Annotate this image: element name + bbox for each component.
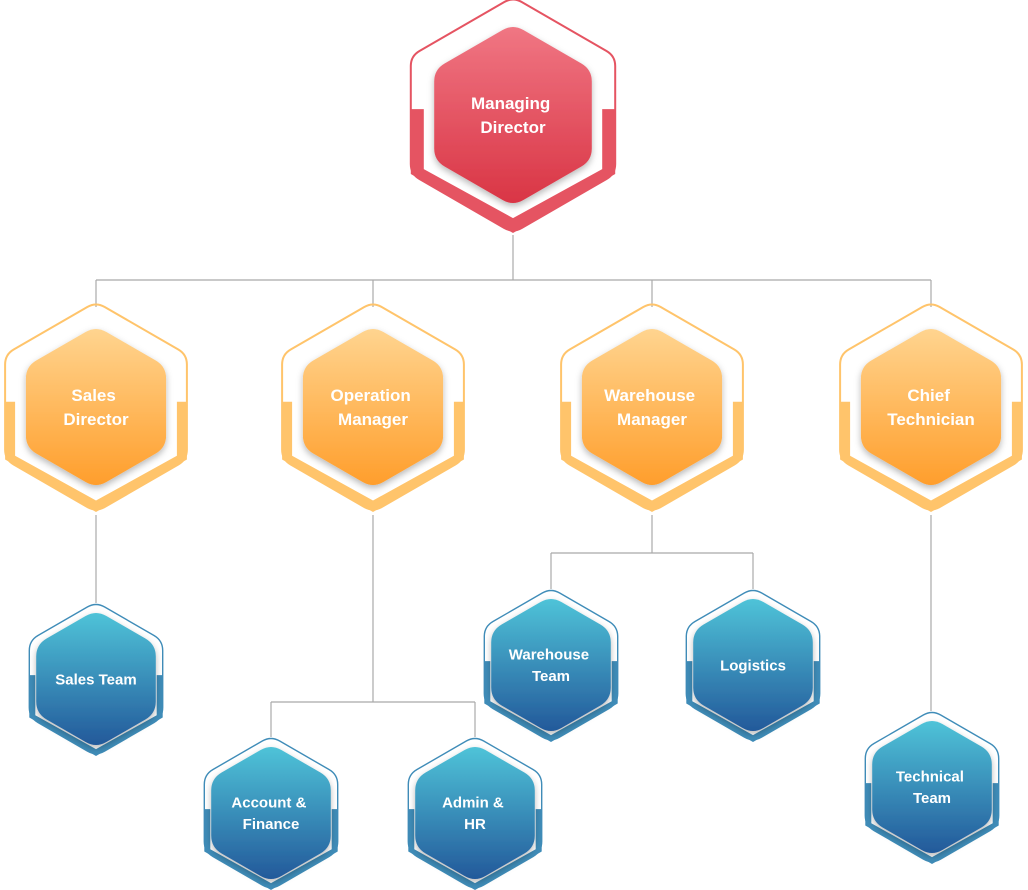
hexagon-band [204,809,338,890]
hexagon-outline [407,737,543,889]
label-line-2: Finance [243,816,300,833]
hexagon-outline [28,603,164,755]
hexagon-shape [415,747,535,879]
label-line-2: HR [464,816,486,833]
hexagon-outline [685,589,821,741]
hexagon-outline [864,711,1000,863]
label-line-1: Chief [907,386,950,405]
label-line-1: Admin & [442,795,504,812]
hexagon-outline [839,303,1023,511]
hexagon-band [561,401,743,512]
node-label: Operation Manager [330,386,415,429]
hexagon-outline [281,303,465,511]
hexagon-shape [491,599,611,731]
node-label: Warehouse Manager [604,386,700,429]
hexagon-band [29,675,163,756]
hexagon-shape [693,599,813,731]
hexagon-band [865,783,999,864]
hexagon-band [5,401,187,512]
label-line-2: Team [913,790,951,807]
hexagon-band [686,661,820,742]
hexagon-shape [25,329,167,485]
hexagon-band [484,661,618,742]
node-operation-manager: Operation Manager [281,303,465,512]
hexagon-shape [211,747,331,879]
node-label: Chief Technician [887,386,975,429]
label-line-2: Manager [617,410,687,429]
hexagon-outline [483,589,619,741]
node-label: Account & Finance [231,795,310,833]
node-label: Sales Director [63,386,129,429]
label-line-1: Warehouse [509,647,589,664]
hexagon-shape [302,329,444,485]
hexagon-band [410,109,616,233]
label-line-2: Director [63,410,129,429]
label-line-2: Manager [338,410,408,429]
node-label: Admin & HR [442,795,508,833]
node-chief-technician: Chief Technician [839,303,1023,512]
node-account-finance: Account & Finance [203,737,339,890]
label-line-2: Director [480,118,546,137]
label-line-1: Logistics [720,657,786,674]
node-warehouse-team: Warehouse Team [483,589,619,742]
node-admin-hr: Admin & HR [407,737,543,890]
node-technical-team: Technical Team [864,711,1000,864]
label-line-2: Team [532,668,570,685]
hexagon-shape [872,721,992,853]
hexagon-shape [860,329,1002,485]
node-warehouse-manager: Warehouse Manager [560,303,744,512]
node-managing-director: Managing Director [409,0,617,233]
node-logistics: Logistics [685,589,821,742]
label-line-1: Operation [330,386,410,405]
node-sales-team: Sales Team [28,603,164,756]
label-line-1: Sales [71,386,115,405]
label-line-1: Warehouse [604,386,695,405]
hexagon-shape [36,613,156,745]
node-label: Technical Team [896,769,968,807]
hexagon-band [840,401,1022,512]
hexagon-band [408,809,542,890]
label-line-1: Sales Team [55,671,136,688]
hexagon-outline [203,737,339,889]
hexagon-outline [4,303,188,511]
hexagon-shape [434,27,592,203]
label-line-1: Account & [231,795,306,812]
hexagon-outline [560,303,744,511]
hexagon-band [282,401,464,512]
label-line-1: Technical [896,769,964,786]
label-line-1: Managing [471,94,550,113]
node-label: Managing Director [471,94,555,137]
node-label: Sales Team [55,671,136,688]
node-sales-director: Sales Director [4,303,188,512]
connectors [95,235,932,737]
label-line-2: Technician [887,410,975,429]
hexagon-shape [581,329,723,485]
hexagon-outline [409,0,617,232]
node-label: Warehouse Team [509,647,593,685]
node-label: Logistics [720,657,786,674]
